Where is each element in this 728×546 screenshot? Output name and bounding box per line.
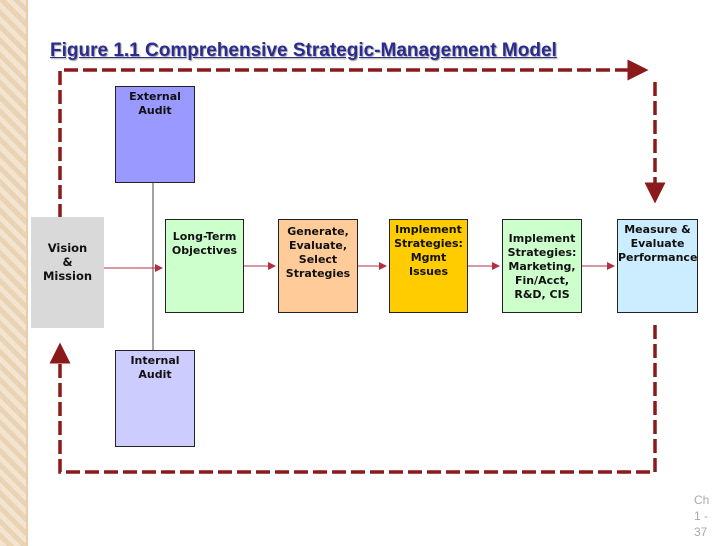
figure-title: Figure 1.1 Comprehensive Strategic-Manag… [50,40,557,61]
external-audit-box: External Audit [115,86,195,183]
feedback-loop [49,59,666,474]
internal-audit-box: Internal Audit [115,350,195,447]
measure-evaluate-box: Measure & Evaluate Performance [617,219,698,313]
slide-number: Ch 1 - 37 [694,493,710,539]
implement-mgmt-issues-box: Implement Strategies: Mgmt Issues [389,219,468,313]
side-band-edge [26,0,28,546]
decorative-side-band [0,0,26,546]
generate-strategies-box: Generate, Evaluate, Select Strategies [278,219,358,313]
feedback-top-arrow [58,59,649,218]
feedback-bottom-arrow [49,325,657,474]
vision-mission-box: Vision & Mission [31,217,104,328]
flow-arrows [104,262,615,272]
implement-marketing-box: Implement Strategies: Marketing, Fin/Acc… [502,219,582,313]
long-term-objectives-box: Long-Term Objectives [165,219,244,313]
